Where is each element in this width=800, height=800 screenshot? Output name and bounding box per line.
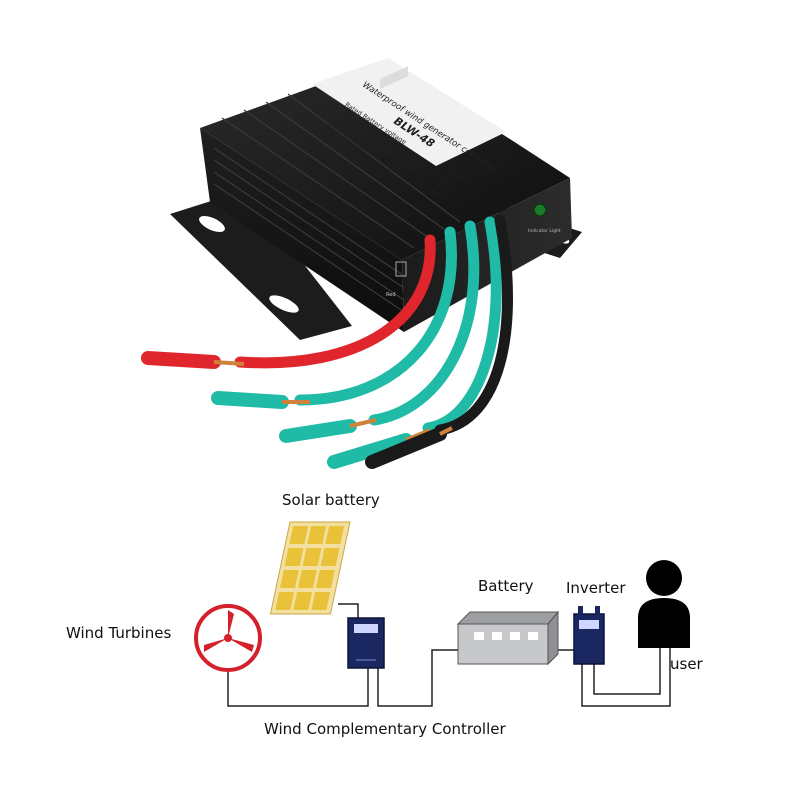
solar-label: Solar battery [282, 491, 380, 509]
wire-teal-1 [294, 226, 457, 406]
wire-red [234, 234, 436, 369]
wire-teal-2 [368, 220, 480, 426]
wind-turbine-icon [194, 604, 262, 672]
wire-black [434, 214, 513, 436]
controller-box-icon [347, 617, 385, 669]
controller-housing [200, 60, 572, 332]
spec-label-panel: Waterproof wind generator controller BLW… [312, 58, 506, 202]
wire-teal-3 [422, 216, 502, 434]
controller-label: Wind Complementary Controller [264, 720, 506, 738]
indicator-label: Indicator Light [528, 228, 561, 234]
front-panel-details: Indicator Light Red [380, 66, 561, 298]
indicator-light-icon [533, 203, 547, 217]
user-label: user [670, 655, 703, 673]
user-icon [638, 560, 690, 648]
wire-ends [141, 351, 453, 469]
battery-icon [456, 610, 560, 666]
diagram-wiring [227, 603, 671, 707]
terminal-label: Red [386, 292, 396, 298]
battery-label: Battery [478, 577, 534, 595]
wind-turbines-label: Wind Turbines [66, 624, 172, 642]
inverter-label: Inverter [566, 579, 626, 597]
inverter-icon [573, 606, 605, 665]
output-wires [234, 214, 513, 436]
solar-panel-icon [269, 521, 351, 615]
